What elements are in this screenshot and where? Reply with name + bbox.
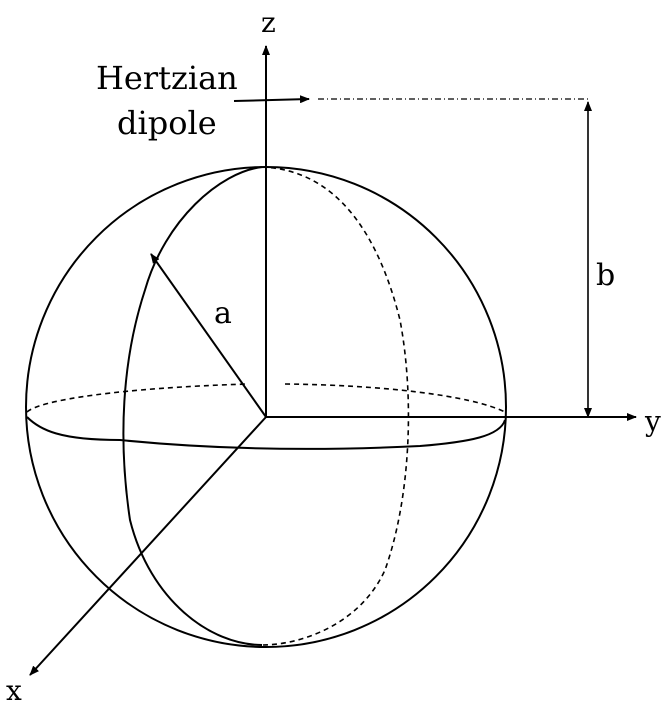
meridian-back [261,166,410,646]
height-label: b [596,258,615,293]
dipole-pointer-arrow [233,95,310,104]
meridian-front [122,166,263,646]
radius-arrow [150,253,267,418]
radius-label: a [214,296,232,331]
dipole-label-line1: Hertzian [96,59,238,97]
dipole-label-line2: dipole [117,104,217,142]
equator-back-left [26,383,249,413]
z-axis-label: z [261,6,276,39]
equator-front [26,416,506,450]
equator-back-right [284,383,506,413]
y-axis-label: y [644,405,661,438]
x-axis-label: x [6,674,22,707]
x-axis [29,416,267,676]
